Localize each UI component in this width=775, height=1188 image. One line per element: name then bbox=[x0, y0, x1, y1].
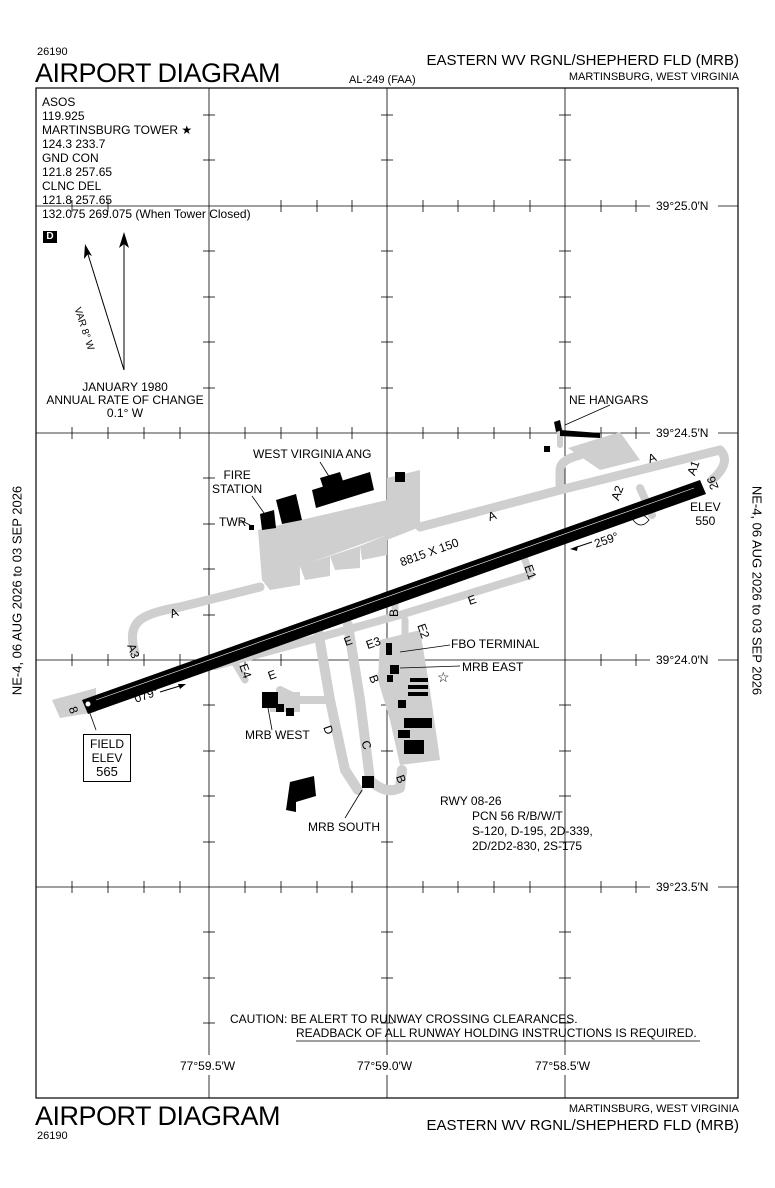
mag-rate-label: ANNUAL RATE OF CHANGE bbox=[46, 393, 204, 407]
fire-station-label: FIRE STATION bbox=[212, 468, 262, 496]
frequency-block: ASOS 119.925 MARTINSBURG TOWER ★ 124.3 2… bbox=[42, 95, 251, 221]
freq-line: 121.8 257.65 bbox=[42, 193, 113, 207]
datalink-badge-icon: D bbox=[43, 231, 57, 243]
caution-line2: READBACK OF ALL RUNWAY HOLDING INSTRUCTI… bbox=[296, 1026, 697, 1040]
freq-line: GND CON bbox=[42, 151, 99, 165]
mag-date: JANUARY 1980 bbox=[82, 380, 168, 394]
longitude-label: 77°58.5′W bbox=[535, 1059, 591, 1073]
runway-info-line: S-120, D-195, 2D-339, bbox=[472, 824, 593, 838]
airport-name-top: EASTERN WV RGNL/SHEPHERD FLD (MRB) bbox=[426, 52, 739, 69]
city-state-top: MARTINSBURG, WEST VIRGINIA bbox=[568, 71, 739, 83]
latitude-label: 39°24.0′N bbox=[656, 653, 709, 667]
field-label: FIELD bbox=[90, 737, 125, 751]
longitude-label: 77°59.0′W bbox=[357, 1059, 413, 1073]
freq-line: 124.3 233.7 bbox=[42, 137, 106, 151]
airport-name-bottom: EASTERN WV RGNL/SHEPHERD FLD (MRB) bbox=[426, 1117, 739, 1134]
twr-label: TWR bbox=[219, 515, 247, 529]
page-title-top: AIRPORT DIAGRAM bbox=[35, 58, 281, 88]
proc-number-bottom: 26190 bbox=[37, 1130, 68, 1142]
runway-info-block: RWY 08-26 PCN 56 R/B/W/T S-120, D-195, 2… bbox=[440, 794, 593, 854]
leader-lines bbox=[87, 404, 650, 819]
freq-line: 119.925 bbox=[42, 109, 85, 123]
city-state-bottom: MARTINSBURG, WEST VIRGINIA bbox=[568, 1103, 739, 1115]
freq-line: CLNC DEL bbox=[42, 179, 102, 193]
runway-info-line: 2D/2D2-830, 2S-175 bbox=[472, 839, 583, 853]
buildings bbox=[249, 420, 600, 812]
al-number: AL-249 (FAA) bbox=[349, 74, 416, 86]
freq-line: 132.075 269.075 (When Tower Closed) bbox=[42, 207, 251, 221]
mag-rate-block: JANUARY 1980 ANNUAL RATE OF CHANGE 0.1° … bbox=[40, 381, 210, 420]
grid-ticks bbox=[71, 114, 637, 1024]
freq-line: ASOS bbox=[42, 95, 76, 109]
field-elev-value: 565 bbox=[96, 764, 118, 779]
caution-line1: CAUTION: BE ALERT TO RUNWAY CROSSING CLE… bbox=[230, 1012, 578, 1026]
elev-value: 550 bbox=[695, 514, 716, 528]
mrb-east-label: MRB EAST bbox=[462, 660, 524, 674]
field-elevation-box: FIELD ELEV 565 bbox=[83, 734, 132, 782]
aprons bbox=[52, 432, 640, 765]
latitude-label: 39°23.5′N bbox=[656, 880, 709, 894]
star-icon: ☆ bbox=[437, 669, 450, 685]
page-title-bottom: AIRPORT DIAGRAM bbox=[35, 1101, 281, 1131]
freq-line: 121.8 257.65 bbox=[42, 165, 113, 179]
grid-lines bbox=[36, 88, 738, 1098]
mag-rate: 0.1° W bbox=[106, 406, 144, 420]
fbo-terminal-label: FBO TERMINAL bbox=[451, 637, 540, 651]
latitude-label: 39°25.0′N bbox=[656, 199, 709, 213]
elev-label: ELEV bbox=[690, 500, 721, 514]
longitude-label: 77°59.5′W bbox=[180, 1059, 236, 1073]
mrb-south-label: MRB SOUTH bbox=[308, 820, 380, 834]
wv-ang-label: WEST VIRGINIA ANG bbox=[253, 447, 372, 461]
latitude-label: 39°24.5′N bbox=[656, 426, 709, 440]
ne-hangars-label: NE HANGARS bbox=[569, 393, 649, 407]
mrb-west-label: MRB WEST bbox=[245, 728, 310, 742]
proc-number-top: 26190 bbox=[37, 46, 68, 58]
station-label: STATION bbox=[212, 482, 263, 496]
runway-info-line: PCN 56 R/B/W/T bbox=[472, 809, 563, 823]
freq-line: MARTINSBURG TOWER ★ bbox=[42, 123, 193, 137]
elev-26-block: ELEV 550 bbox=[690, 500, 721, 528]
runway-info-line: RWY 08-26 bbox=[440, 794, 502, 808]
runway-08-26 bbox=[82, 480, 706, 714]
north-arrow-icon bbox=[84, 232, 129, 371]
field-elev-label: ELEV bbox=[91, 751, 123, 765]
fire-label: FIRE bbox=[223, 468, 251, 482]
taxiway-label-b: B bbox=[387, 608, 402, 618]
